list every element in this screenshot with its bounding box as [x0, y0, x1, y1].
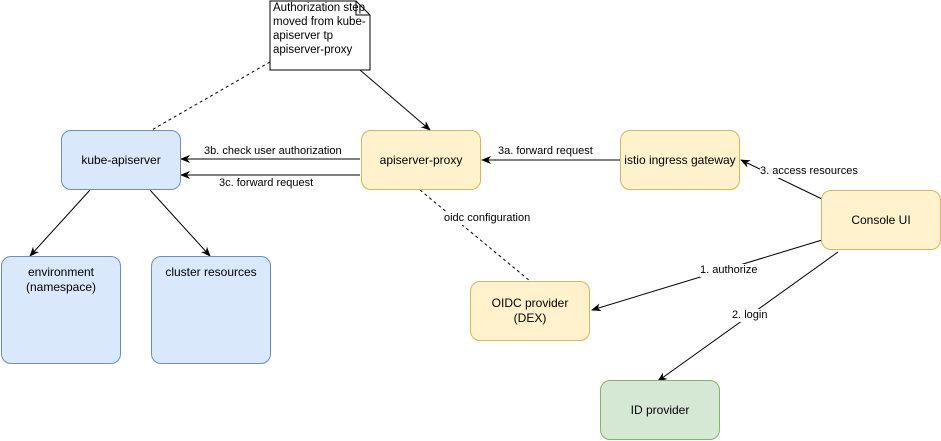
istio-gateway-node: istio ingress gateway: [620, 130, 740, 190]
login-label: 2. login: [732, 309, 768, 322]
kube-apiserver-node: kube-apiserver: [61, 130, 181, 190]
note-text: Authorization step moved from kube- apis…: [273, 2, 366, 56]
istio-gateway-label: istio ingress gateway: [624, 152, 736, 167]
console-ui-label: Console UI: [851, 212, 911, 227]
environment-label: environment (namespace): [25, 265, 97, 294]
console-ui-node: Console UI: [821, 190, 941, 250]
cluster-resources-node: cluster resources: [151, 256, 271, 364]
note-arrow-apiserver-proxy: [359, 69, 431, 131]
authorize-label: 1. authorize: [700, 264, 758, 277]
edge-access-resources: [740, 159, 823, 200]
forward-request-3a-label: 3a. forward request: [498, 145, 593, 158]
oidc-configuration-label: oidc configuration: [444, 212, 531, 225]
note-shape: [269, 0, 371, 71]
access-resources-label: 3. access resources: [760, 165, 858, 178]
edge-kube-cluster: [149, 189, 211, 257]
id-provider-label: ID provider: [630, 402, 690, 417]
note-link-kube-apiserver: [149, 61, 271, 132]
cluster-resources-label: cluster resources: [165, 265, 257, 279]
environment-node: environment (namespace): [1, 256, 121, 364]
id-provider-node: ID provider: [600, 380, 720, 440]
check-authorization-label: 3b. check user authorization: [204, 145, 342, 158]
apiserver-proxy-label: apiserver-proxy: [379, 152, 463, 167]
apiserver-proxy-node: apiserver-proxy: [361, 130, 481, 190]
edge-oidc-configuration: [419, 189, 531, 282]
forward-request-3c-label: 3c. forward request: [219, 177, 314, 190]
kube-apiserver-label: kube-apiserver: [81, 152, 161, 167]
edge-kube-environment: [29, 189, 91, 257]
oidc-provider-node: OIDC provider (DEX): [470, 281, 590, 341]
oidc-provider-label: OIDC provider (DEX): [491, 296, 569, 325]
